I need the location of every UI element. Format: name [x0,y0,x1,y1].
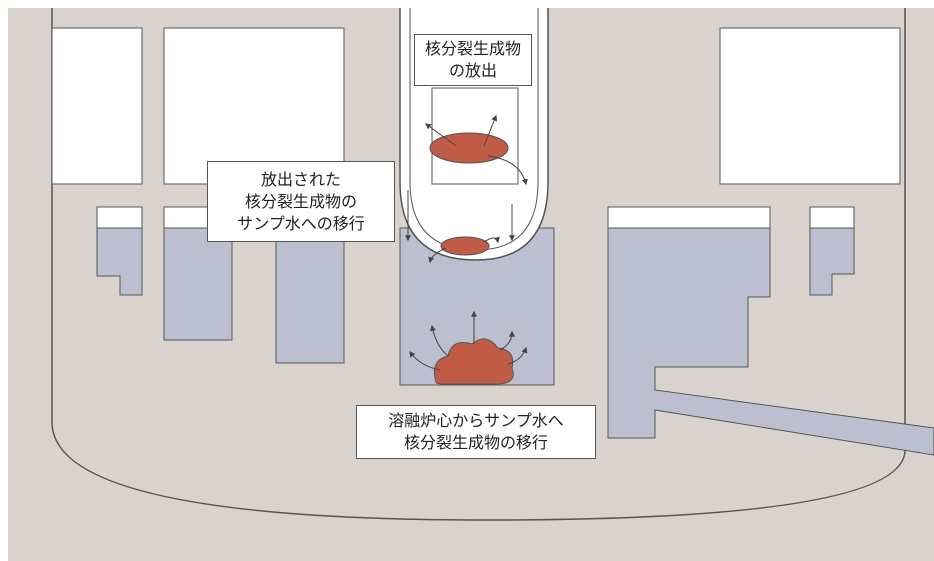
left-compartment-2-water [163,227,233,341]
corium-arrow [499,330,515,351]
label-fp-release: 核分裂生成物 の放出 [414,34,532,86]
corium-arrow [430,324,449,357]
label-line: 溶融炉心からサンプ水へ [388,411,564,430]
surface-arrow [428,247,447,264]
label-fp-transfer-to-sump: 放出された 核分裂生成物の サンプ水への移行 [207,161,395,242]
left-compartment-1-water [96,227,143,296]
label-line: の放出 [448,61,497,80]
right-compartment-2-water [809,227,855,296]
molten-core-in-vessel [429,132,509,164]
label-line: 核分裂生成物 [424,39,521,58]
right-compartment-2-top [809,206,855,229]
left-compartment-3-water [275,227,345,364]
corium-arrow [409,351,441,371]
molten-blob-surface [440,236,490,256]
right-compartment-1-water [607,227,934,456]
label-line: 核分裂生成物の移行 [403,433,548,452]
release-arrow [487,155,528,186]
corium-arrow [507,346,528,365]
label-line: 放出された [260,169,341,189]
release-arrow [425,123,457,147]
surface-arrow [483,236,500,244]
left-compartment-1-top [96,206,143,229]
left-room-1 [51,27,143,185]
containment-vessel-outline [51,8,906,521]
right-room [719,27,901,185]
right-compartment-1-top [607,206,771,229]
label-line: 核分裂生成物の [244,191,357,211]
label-corium-to-sump: 溶融炉心からサンプ水へ 核分裂生成物の移行 [356,405,596,459]
label-line: サンプ水への移行 [237,213,365,233]
release-arrow [483,114,498,147]
